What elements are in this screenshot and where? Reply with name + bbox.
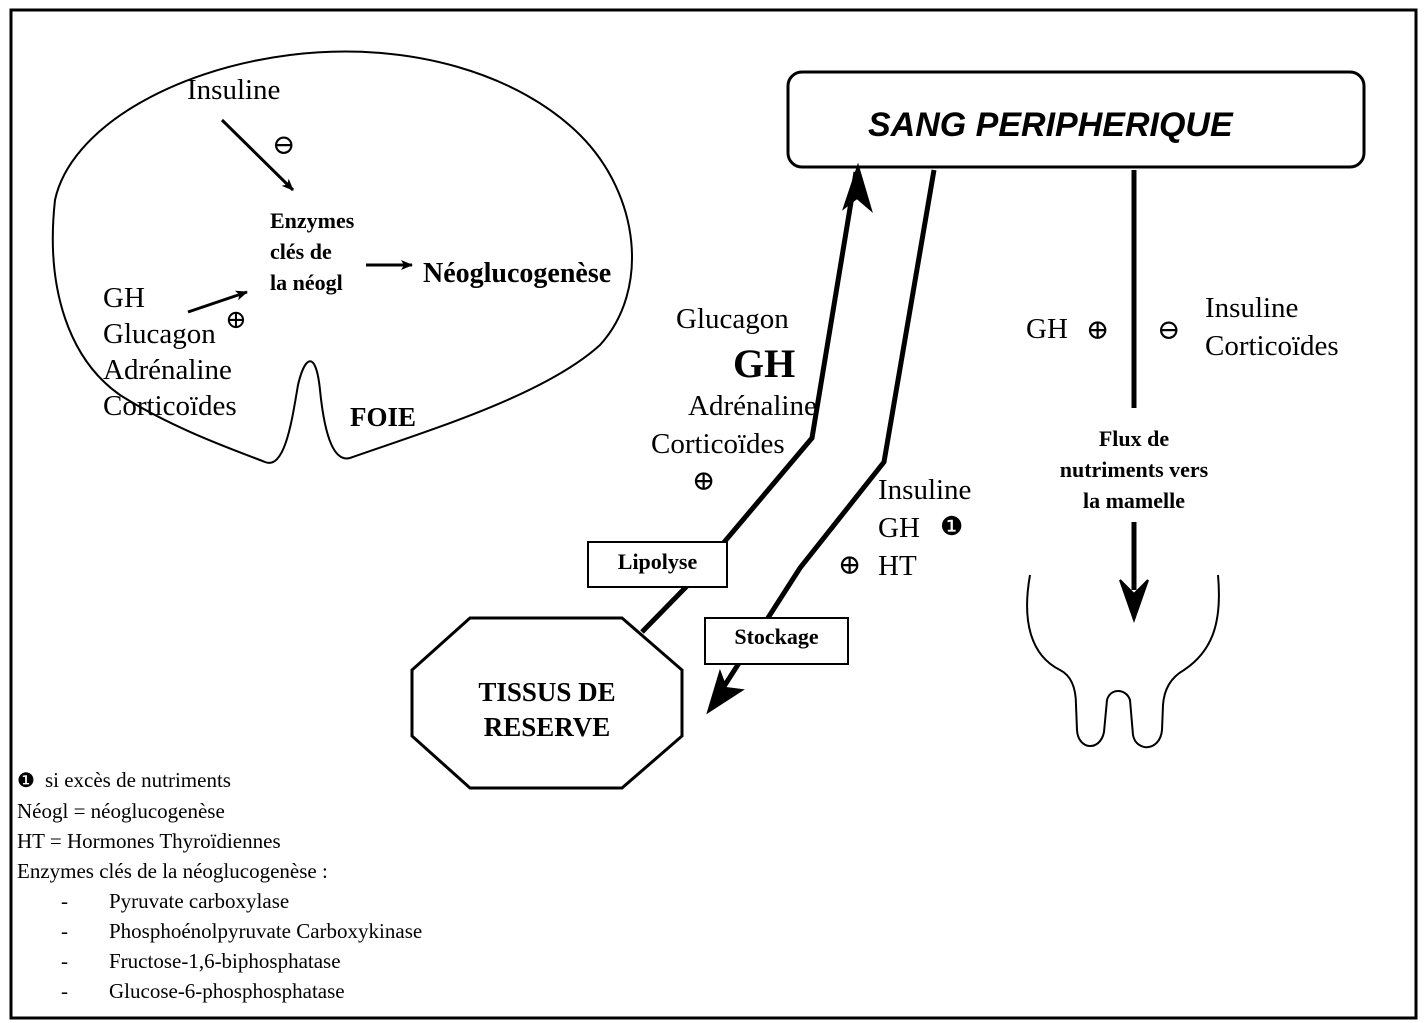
legend: ❶ si excès de nutriments Néogl = néogluc…: [17, 765, 422, 1006]
liver-activator-gh: GH: [103, 282, 145, 315]
legend-enzyme-name: Phosphoénolpyruvate Carboxykinase: [109, 916, 422, 946]
liver-minus-symbol: ⊖: [272, 128, 295, 162]
legend-enzyme-item: - Glucose-6-phosphosphatase: [61, 976, 422, 1006]
lipolysis-hormone-gh: GH: [733, 340, 795, 387]
udder-minus-symbol: ⊖: [1157, 313, 1180, 347]
storage-hormone-gh: GH: [878, 512, 920, 545]
liver-plus-symbol: ⊕: [225, 305, 247, 335]
storage-arrow-head: [708, 672, 742, 712]
enzymes-label-line-1: Enzymes: [270, 208, 354, 234]
liver-insulin-label: Insuline: [187, 74, 280, 107]
udder-inhibitor-corticoides: Corticoïdes: [1205, 330, 1339, 363]
lipolysis-plus-symbol: ⊕: [692, 464, 715, 498]
legend-enzyme-name: Fructose-1,6-biphosphatase: [109, 946, 341, 976]
storage-plus-symbol: ⊕: [838, 548, 861, 582]
legend-bullet: -: [61, 946, 109, 976]
legend-note-marker: ❶: [17, 766, 35, 796]
reserve-label-line-1: TISSUS DE: [412, 677, 682, 708]
legend-line-enzymes-title: Enzymes clés de la néoglucogenèse :: [17, 856, 422, 886]
flux-label-line-2: nutriments vers: [1034, 457, 1234, 483]
lipolysis-hormone-corticoides: Corticoïdes: [651, 428, 785, 461]
flux-label-line-1: Flux de: [1034, 426, 1234, 452]
liver-activator-glucagon: Glucagon: [103, 318, 216, 351]
udder-outline: [1027, 575, 1219, 747]
legend-note-text: si excès de nutriments: [45, 765, 231, 795]
udder-inhibitor-insulin: Insuline: [1205, 292, 1298, 325]
legend-enzyme-item: - Phosphoénolpyruvate Carboxykinase: [61, 916, 422, 946]
storage-hormone-ht: HT: [878, 550, 917, 583]
storage-note-marker: ❶: [940, 512, 963, 542]
liver-activator-corticoides: Corticoïdes: [103, 390, 237, 423]
blood-label: SANG PERIPHERIQUE: [868, 106, 1233, 145]
enzymes-label-line-2: clés de: [270, 239, 332, 265]
lipolysis-hormone-adrenaline: Adrénaline: [688, 390, 817, 423]
legend-note: ❶ si excès de nutriments: [17, 765, 422, 796]
udder-plus-symbol: ⊕: [1086, 313, 1109, 347]
legend-bullet: -: [61, 916, 109, 946]
enzymes-label-line-3: la néogl: [270, 270, 343, 296]
storage-box-label: Stockage: [705, 624, 848, 650]
legend-bullet: -: [61, 976, 109, 1006]
legend-line-neogl: Néogl = néoglucogenèse: [17, 796, 422, 826]
flux-label-line-3: la mamelle: [1034, 488, 1234, 514]
legend-bullet: -: [61, 886, 109, 916]
storage-hormone-insulin: Insuline: [878, 474, 971, 507]
legend-enzyme-name: Glucose-6-phosphosphatase: [109, 976, 345, 1006]
legend-enzyme-name: Pyruvate carboxylase: [109, 886, 289, 916]
neoglucogenese-label: Néoglucogenèse: [423, 258, 611, 290]
legend-line-ht: HT = Hormones Thyroïdiennes: [17, 826, 422, 856]
lipolysis-box-label: Lipolyse: [588, 549, 727, 575]
lipolysis-arrow-head: [844, 166, 871, 210]
reserve-label-line-2: RESERVE: [412, 712, 682, 743]
legend-enzyme-item: - Fructose-1,6-biphosphatase: [61, 946, 422, 976]
liver-name: FOIE: [350, 402, 416, 433]
lipolysis-hormone-glucagon: Glucagon: [676, 303, 789, 336]
udder-gh-label: GH: [1026, 313, 1068, 346]
liver-activator-adrenaline: Adrénaline: [103, 354, 232, 387]
legend-enzyme-item: - Pyruvate carboxylase: [61, 886, 422, 916]
